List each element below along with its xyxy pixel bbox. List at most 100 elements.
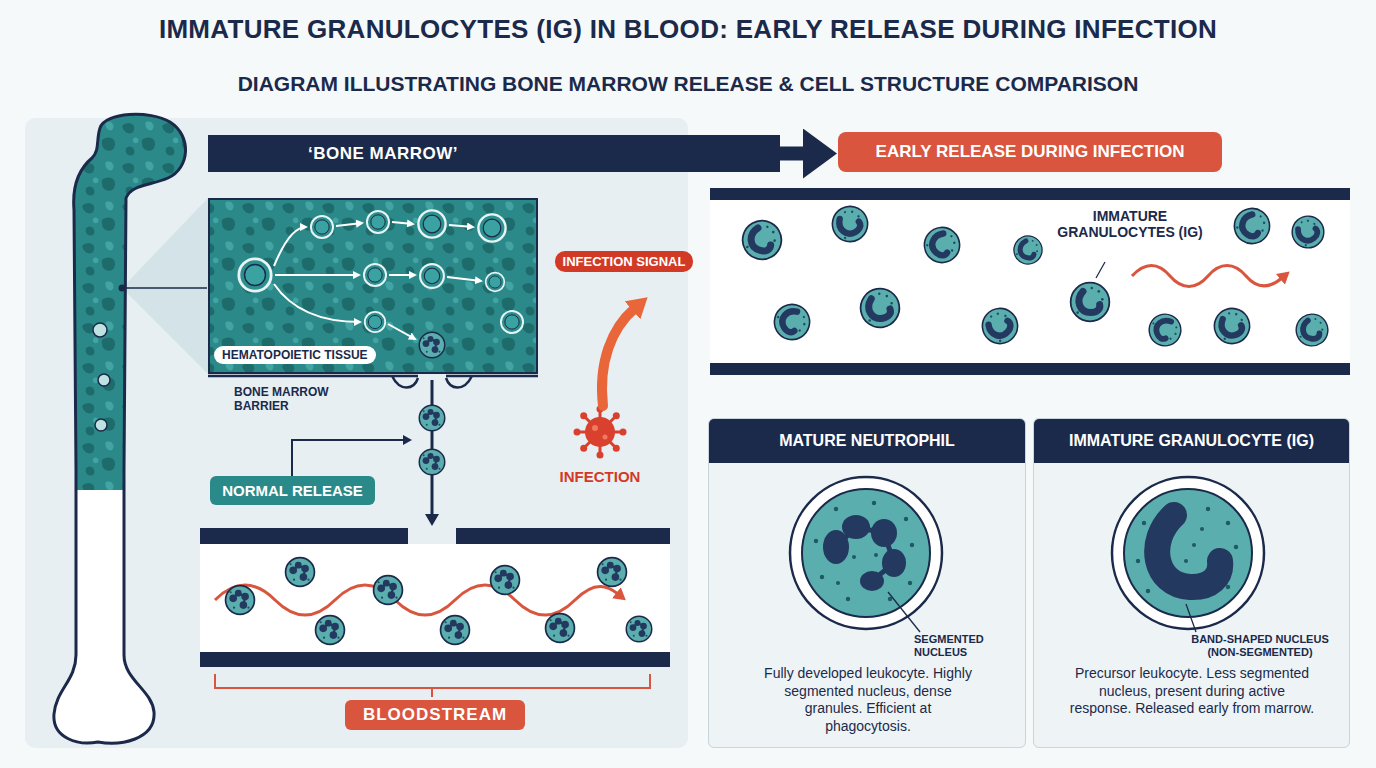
progenitor-cell [501,311,523,333]
zoom-line [122,287,207,289]
immature-granulocyte [738,216,785,263]
granule [846,597,850,601]
signal-label: INFECTION SIGNAL [555,251,694,272]
progenitor-cell [364,264,386,286]
section-bar: ‘BONE MARROW’ [208,135,780,172]
immature-granulocyte [768,298,816,346]
leader-line [1096,262,1105,278]
granule [910,543,914,547]
description: Fully developed leukocyte. Highly segmen… [763,665,973,735]
granule [1226,521,1230,525]
immature-granulocyte [975,301,1025,351]
progenitor-cell [311,216,333,238]
tissue-fill [208,198,538,374]
immature-granulocyte [917,220,967,270]
immature-granulocyte [1294,312,1331,349]
virus-body [585,417,615,447]
bone-pore [95,419,107,431]
maturing-cell [419,332,445,358]
panel-ground [708,418,1026,748]
vessel-lumen [710,200,1350,363]
granule [1192,543,1196,547]
pill-text: BLOODSTREAM [363,705,507,725]
nucleus-label: BAND-SHAPED NUCLEUS (NON-SEGMENTED) [1174,633,1346,659]
virus-spot [592,425,598,431]
granule [834,507,838,511]
neutrophil [546,614,575,643]
knob [613,445,620,452]
granule [820,575,824,579]
vessel-band: IMMATURE GRANULOCYTES (IG) [710,188,1350,375]
granule [836,581,840,585]
virus-spikes [578,410,622,454]
nucleus-label: SEGMENTED NUCLEUS [914,633,1014,659]
immature-granulocyte [826,200,874,248]
band-nucleus [1157,515,1220,587]
bone-marrow-fill [40,105,200,490]
immature-granulocyte [1286,210,1331,255]
flow-arrow [780,147,804,161]
flow-wave [1132,266,1282,287]
granule [1136,559,1140,563]
immature-granulocyte [858,286,903,331]
progenitor-cell [367,211,389,233]
nucleus-lobe [823,530,849,564]
panel-header: MATURE NEUTROPHIL [709,419,1025,463]
granule [814,539,818,543]
progenitor-cell [418,210,445,237]
pill-text: EARLY RELEASE DURING INFECTION [876,142,1185,162]
bone-outline [54,114,186,743]
granules [814,501,914,601]
virus-spot [603,435,608,440]
pill-text: NORMAL RELEASE [222,482,363,499]
white-arrow [275,274,359,276]
panel-ground [1033,418,1350,748]
neutrophil [441,616,470,645]
immature-granulocyte [1227,201,1276,250]
granule [1234,545,1238,549]
granule [1142,521,1146,525]
bone-pore [93,323,107,337]
immature-detail [1112,477,1264,629]
flow-wave [215,585,618,615]
progenitor-cell [478,214,505,241]
progenitor-cell [486,273,505,292]
cell-ring [1112,477,1264,629]
immature-granulocyte [1209,303,1254,348]
stream-label: IMMATURE GRANULOCYTES (IG) [1055,208,1205,240]
leader-line [1186,604,1196,632]
white-arrow [449,225,473,227]
white-arrow [274,284,360,322]
progenitor-cell [420,264,444,288]
granule [1206,507,1210,511]
immature-granulocyte [1010,232,1046,268]
leader-line [888,592,920,632]
release-arrow [431,380,434,516]
progenitor-cell [365,312,385,332]
granule [872,501,876,505]
diagram-title: IMMATURE GRANULOCYTES (IG) IN BLOOD: EAR… [0,14,1376,45]
neutrophil [598,558,627,587]
knob [574,429,581,436]
differentiation-arrows [274,222,481,339]
granules [1136,507,1238,593]
tissue-label: HEMATOPOIETIC TISSUE [214,346,376,364]
infection-curve-arrow [602,309,634,406]
granule [1226,585,1230,589]
white-arrow [389,274,415,276]
nucleus-lobe [871,519,897,547]
zoom-wedge [122,198,208,374]
white-arrow [388,324,415,339]
granule [874,553,878,557]
bone-pore [98,374,110,386]
tissue-box: HEMATOPOIETIC TISSUE [208,198,538,374]
white-arrow [392,222,413,224]
neutrophil [316,616,345,645]
bloodstream-bracket [215,674,650,697]
neutrophil [226,586,255,615]
event-pill: EARLY RELEASE DURING INFECTION [838,132,1222,172]
white-arrow [274,227,306,266]
spike-knobs [574,406,627,459]
